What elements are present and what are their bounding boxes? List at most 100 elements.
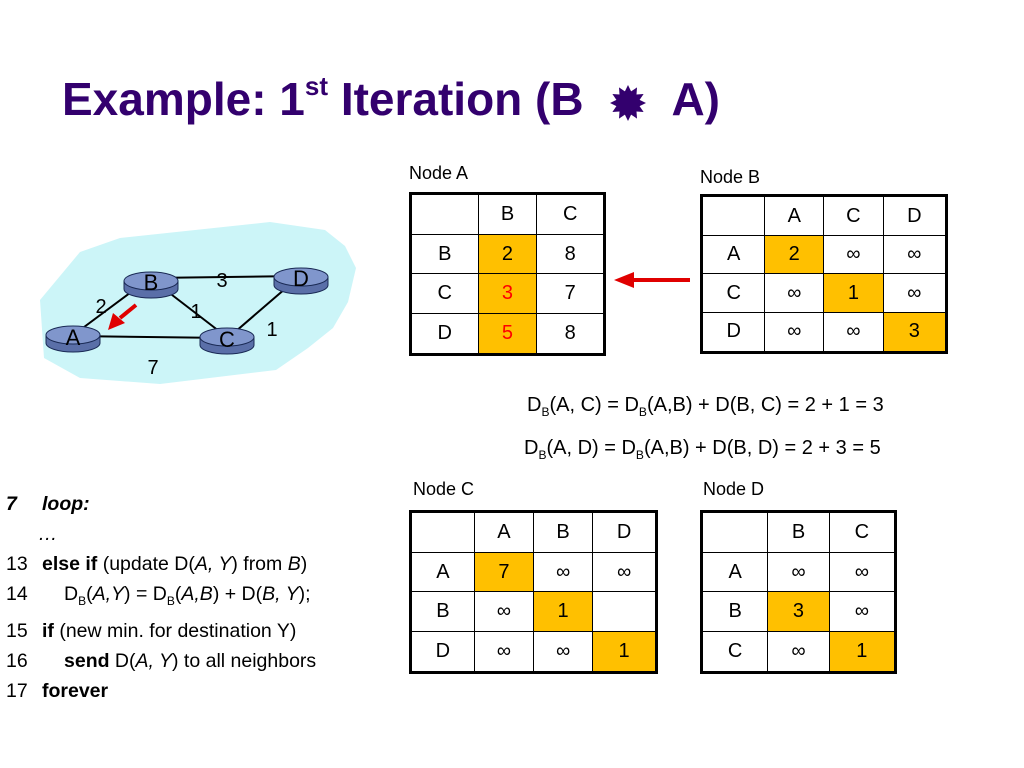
row-label-cell: D xyxy=(410,312,479,356)
router-d xyxy=(273,267,329,295)
row-label-cell: C xyxy=(700,630,769,674)
distance-cell: 7 xyxy=(473,552,534,593)
distance-cell: ∞ xyxy=(473,630,534,674)
distance-cell: ∞ xyxy=(767,630,830,674)
header-cell: B xyxy=(477,192,538,236)
table-row: B∞1 xyxy=(410,591,657,632)
header-cell: C xyxy=(536,192,605,236)
distance-cell: 5 xyxy=(477,312,538,356)
row-label-cell: A xyxy=(700,235,766,275)
row-label-cell: B xyxy=(700,591,769,632)
distance-cell: 2 xyxy=(764,235,825,275)
row-label-cell: B xyxy=(410,234,479,275)
table-row: D∞∞1 xyxy=(410,630,657,674)
distance-cell: 1 xyxy=(823,273,884,313)
distance-cell: 1 xyxy=(828,630,897,674)
header-cell xyxy=(700,194,766,237)
header-cell: B xyxy=(767,510,830,554)
transfer-arrow-head xyxy=(614,272,634,288)
distance-cell: 3 xyxy=(767,591,830,632)
distance-cell: ∞ xyxy=(764,311,825,354)
row-label-cell: C xyxy=(700,273,766,313)
row-label-cell: C xyxy=(410,273,479,314)
node-label-c: C xyxy=(219,327,235,352)
header-cell: C xyxy=(828,510,897,554)
row-label-cell: A xyxy=(410,552,475,593)
distance-cell: 1 xyxy=(532,591,594,632)
distance-cell: ∞ xyxy=(882,273,948,313)
distance-cell: 1 xyxy=(592,630,657,674)
network-diagram: B D A C 2 1 3 1 7 xyxy=(40,222,356,384)
table-row: D∞∞3 xyxy=(700,311,948,354)
starburst-icon xyxy=(610,84,647,121)
distance-cell: 8 xyxy=(536,234,605,275)
title-rest: Iteration (B xyxy=(340,73,584,125)
distance-cell: ∞ xyxy=(882,235,948,275)
distance-cell: 3 xyxy=(882,311,948,354)
edge-label-bd: 3 xyxy=(216,270,227,292)
title-prefix: Example: 1 xyxy=(62,73,305,125)
title-end: A) xyxy=(671,73,720,125)
transfer-arrow xyxy=(614,272,690,288)
header-cell: D xyxy=(592,510,657,554)
distance-cell: ∞ xyxy=(532,552,594,593)
code-line-ellipsis: … xyxy=(38,523,58,545)
distance-cell: ∞ xyxy=(532,630,594,674)
distance-cell: ∞ xyxy=(823,311,884,354)
caption-node-c: Node C xyxy=(413,479,475,499)
caption-node-d: Node D xyxy=(703,479,765,499)
header-cell xyxy=(410,510,475,554)
header-cell: C xyxy=(823,194,884,237)
router-c xyxy=(199,327,255,355)
row-label-cell: A xyxy=(700,552,769,593)
update-arrow-head xyxy=(108,313,125,330)
slide-title: Example: 1st Iteration (B A) xyxy=(62,70,720,126)
caption-node-b: Node B xyxy=(700,167,761,187)
table-row: C∞1∞ xyxy=(700,273,948,313)
node-label-d: D xyxy=(293,266,309,291)
update-arrow-shaft xyxy=(118,303,138,320)
table-row: C∞1 xyxy=(700,630,897,674)
distance-cell: 8 xyxy=(536,312,605,356)
node-label-b: B xyxy=(144,270,159,295)
distance-cell: ∞ xyxy=(592,552,657,593)
header-cell: B xyxy=(532,510,594,554)
header-cell: A xyxy=(473,510,534,554)
distance-cell: ∞ xyxy=(764,273,825,313)
title-superscript: st xyxy=(304,70,329,101)
header-cell: D xyxy=(882,194,948,237)
edge-label-ac: 7 xyxy=(147,357,158,379)
header-cell: A xyxy=(764,194,825,237)
row-label-cell: D xyxy=(700,311,766,354)
edge-label-ab: 2 xyxy=(95,296,106,318)
caption-node-a: Node A xyxy=(409,163,469,183)
equation-ac: DB(A, C) = DB(A,B) + D(B, C) = 2 + 1 = 3 xyxy=(527,394,884,419)
distance-cell: 2 xyxy=(477,234,538,275)
edge-label-cd: 1 xyxy=(266,319,277,341)
row-label-cell: B xyxy=(410,591,475,632)
edge-label-bc: 1 xyxy=(190,301,201,323)
distance-cell: ∞ xyxy=(828,591,897,632)
router-a xyxy=(45,325,101,353)
header-cell xyxy=(410,192,479,236)
header-cell xyxy=(700,510,769,554)
